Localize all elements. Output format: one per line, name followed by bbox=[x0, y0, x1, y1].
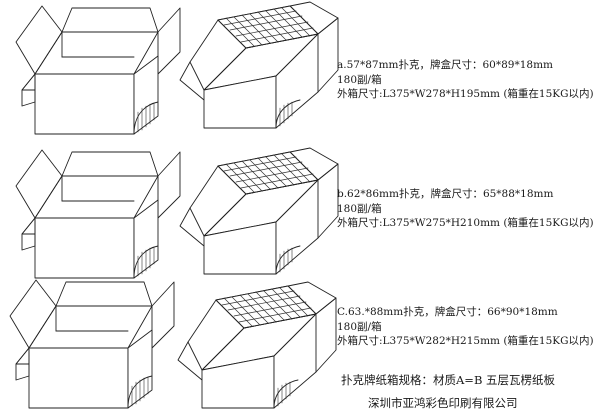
material-note: 扑克牌纸箱规格：材质A=B 五层瓦楞纸板 bbox=[341, 373, 556, 387]
spec-b-quantity: 180副/箱 bbox=[337, 202, 382, 215]
spec-c-quantity: 180副/箱 bbox=[337, 320, 382, 333]
row-a-filled-box bbox=[179, 1, 339, 129]
spec-a-quantity: 180副/箱 bbox=[337, 73, 382, 86]
spec-a-carton-size: 外箱尺寸:L375*W278*H195mm (箱重在15KG以内) bbox=[337, 88, 594, 100]
row-c-empty-box bbox=[9, 279, 175, 409]
row-c-filled-box bbox=[177, 281, 337, 409]
spec-block-c: C.63.*88mm扑克，牌盒尺寸：66*90*18mm 180副/箱 外箱尺寸… bbox=[337, 305, 594, 349]
spec-c-carton-size: 外箱尺寸:L375*W282*H215mm (箱重在15KG以内) bbox=[337, 335, 594, 347]
row-a-empty-box bbox=[15, 5, 181, 135]
spec-b-carton-size: 外箱尺寸:L375*W275*H210mm (箱重在15KG以内) bbox=[337, 217, 594, 229]
spec-a-card-size: a.57*87mm扑克，牌盒尺寸：60*89*18mm bbox=[337, 59, 553, 71]
spec-c-card-size: C.63.*88mm扑克，牌盒尺寸：66*90*18mm bbox=[337, 306, 558, 318]
spec-b-card-size: b.62*86mm扑克，牌盒尺寸：65*88*18mm bbox=[337, 188, 554, 200]
spec-block-a: a.57*87mm扑克，牌盒尺寸：60*89*18mm 180副/箱 外箱尺寸:… bbox=[337, 58, 594, 102]
row-b-filled-box bbox=[179, 147, 339, 275]
row-b-empty-box bbox=[15, 149, 181, 279]
spec-block-b: b.62*86mm扑克，牌盒尺寸：65*88*18mm 180副/箱 外箱尺寸:… bbox=[337, 187, 594, 231]
company-name: 深圳市亚鸿彩色印刷有限公司 bbox=[368, 396, 518, 410]
